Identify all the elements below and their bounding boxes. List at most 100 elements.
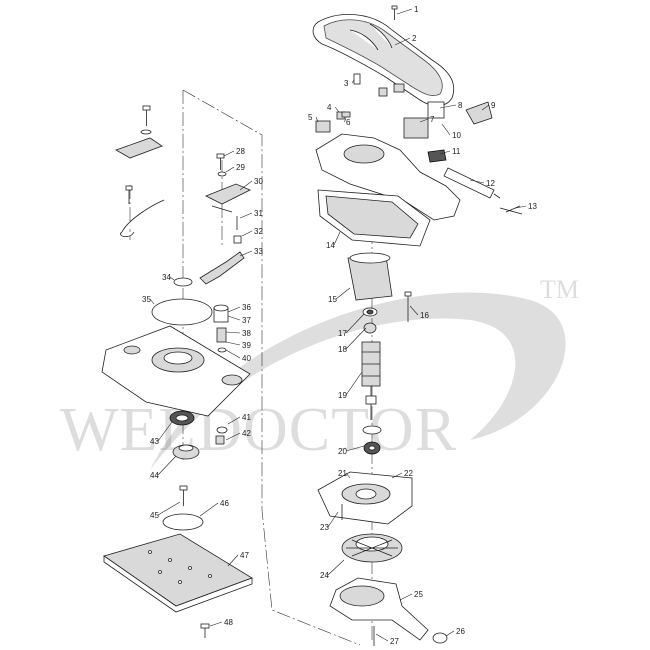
part-number-2: 2 bbox=[412, 34, 417, 43]
leader-line-23 bbox=[327, 511, 339, 528]
part-plate-30 bbox=[205, 183, 251, 213]
part-number-43: 43 bbox=[150, 437, 159, 446]
part-clamp-top bbox=[115, 105, 163, 159]
part-number-48: 48 bbox=[224, 618, 233, 627]
leader-line-1 bbox=[396, 8, 413, 15]
part-number-18: 18 bbox=[338, 345, 347, 354]
part-screw-48 bbox=[200, 623, 210, 638]
part-number-23: 23 bbox=[320, 523, 329, 532]
part-number-6: 6 bbox=[346, 118, 351, 127]
leader-line-5 bbox=[315, 116, 319, 123]
leader-line-30 bbox=[239, 180, 253, 191]
part-number-42: 42 bbox=[242, 429, 251, 438]
leader-line-25 bbox=[399, 593, 413, 601]
part-number-11: 11 bbox=[452, 147, 461, 156]
leader-line-41 bbox=[227, 416, 241, 425]
part-number-41: 41 bbox=[242, 413, 251, 422]
part-number-8: 8 bbox=[458, 101, 463, 110]
leader-line-12 bbox=[469, 179, 485, 184]
part-number-27: 27 bbox=[390, 637, 399, 646]
part-terminal-5 bbox=[315, 120, 331, 133]
part-number-7: 7 bbox=[430, 115, 435, 124]
leader-line-4 bbox=[334, 106, 340, 113]
leader-line-46 bbox=[199, 502, 219, 517]
part-number-30: 30 bbox=[254, 177, 263, 186]
leader-lines bbox=[149, 8, 527, 642]
leader-line-14 bbox=[333, 231, 341, 246]
part-number-12: 12 bbox=[486, 179, 495, 188]
part-lever-33 bbox=[199, 251, 245, 285]
watermark-text: WELDOCTOR bbox=[60, 396, 457, 464]
part-number-37: 37 bbox=[242, 316, 251, 325]
part-screw-31-32 bbox=[233, 216, 242, 244]
part-number-33: 33 bbox=[254, 247, 263, 256]
leader-line-34 bbox=[169, 276, 175, 281]
leader-line-2 bbox=[394, 37, 411, 46]
axis-left-box bbox=[182, 89, 361, 646]
part-number-26: 26 bbox=[456, 627, 465, 636]
leader-line-17 bbox=[345, 313, 365, 334]
leader-line-3 bbox=[351, 79, 355, 84]
part-bearing-18 bbox=[363, 322, 377, 334]
part-bearing-17 bbox=[362, 307, 378, 317]
leader-line-47 bbox=[227, 554, 239, 567]
part-washer-34 bbox=[173, 277, 193, 287]
part-bearing-20b bbox=[363, 441, 381, 455]
part-motor-housing bbox=[315, 133, 461, 247]
part-number-38: 38 bbox=[242, 329, 251, 338]
part-number-45: 45 bbox=[150, 511, 159, 520]
leader-line-16 bbox=[409, 305, 419, 316]
part-number-34: 34 bbox=[162, 273, 171, 282]
part-bearing-43 bbox=[169, 410, 195, 426]
leader-line-9 bbox=[481, 104, 490, 111]
part-number-3: 3 bbox=[344, 79, 349, 88]
part-sanding-pad-47 bbox=[103, 533, 253, 613]
leader-line-18 bbox=[345, 327, 367, 350]
part-number-21: 21 bbox=[338, 469, 347, 478]
leader-line-44 bbox=[157, 455, 177, 476]
part-screw-1 bbox=[391, 5, 398, 20]
leader-line-27 bbox=[375, 633, 389, 642]
part-cord-guard bbox=[443, 167, 501, 199]
part-number-19: 19 bbox=[338, 391, 347, 400]
watermark-tm: TM bbox=[540, 275, 579, 304]
part-number-17: 17 bbox=[338, 329, 347, 338]
part-fan-housing-25 bbox=[329, 577, 429, 641]
leader-line-38 bbox=[225, 331, 241, 334]
part-o-ring-26 bbox=[432, 632, 448, 644]
part-bearing-housing-22 bbox=[317, 471, 413, 525]
part-number-39: 39 bbox=[242, 341, 251, 350]
part-number-29: 29 bbox=[236, 163, 245, 172]
part-number-1: 1 bbox=[414, 5, 419, 14]
part-number-40: 40 bbox=[242, 354, 251, 363]
part-number-15: 15 bbox=[328, 295, 337, 304]
leader-line-48 bbox=[209, 621, 223, 627]
part-washer-20 bbox=[362, 425, 382, 435]
part-armature-19 bbox=[361, 341, 381, 420]
leader-line-36 bbox=[227, 306, 241, 313]
leader-line-28 bbox=[223, 150, 235, 157]
part-number-20: 20 bbox=[338, 447, 347, 456]
part-number-36: 36 bbox=[242, 303, 251, 312]
part-screw-16 bbox=[404, 291, 412, 322]
part-number-47: 47 bbox=[240, 551, 249, 560]
leader-line-21 bbox=[345, 472, 351, 479]
part-number-44: 44 bbox=[150, 471, 159, 480]
leader-line-45 bbox=[157, 501, 181, 516]
leader-line-24 bbox=[327, 559, 345, 576]
part-ring-35 bbox=[151, 298, 213, 326]
leader-line-11 bbox=[439, 150, 451, 155]
leader-line-10 bbox=[441, 123, 451, 136]
part-fan-24 bbox=[341, 533, 403, 563]
leader-line-20 bbox=[345, 445, 365, 452]
leader-line-29 bbox=[225, 166, 235, 173]
part-number-32: 32 bbox=[254, 227, 263, 236]
leader-line-13 bbox=[515, 205, 527, 209]
part-cord-13 bbox=[499, 205, 523, 215]
leader-line-35 bbox=[149, 298, 155, 305]
part-sleeve-36-37 bbox=[213, 304, 229, 323]
part-number-25: 25 bbox=[414, 590, 423, 599]
part-number-16: 16 bbox=[420, 311, 429, 320]
